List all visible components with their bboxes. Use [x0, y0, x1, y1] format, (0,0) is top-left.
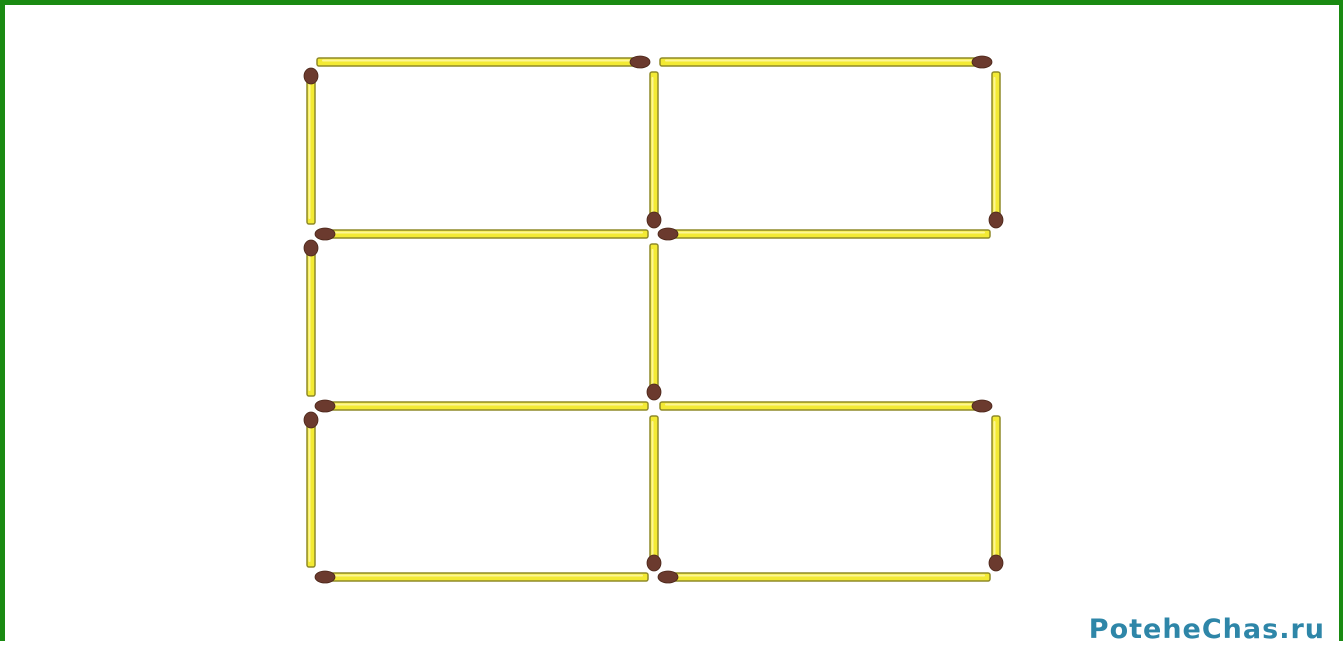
match-head: [315, 228, 335, 240]
match-head: [315, 571, 335, 583]
match-head: [658, 228, 678, 240]
matchstick-third-row-left[interactable]: [315, 400, 648, 412]
matchstick-row1-left-wall[interactable]: [304, 68, 318, 224]
match-stick-body: [992, 72, 1000, 224]
match-head: [972, 400, 992, 412]
matchstick-row2-left-wall[interactable]: [304, 240, 318, 396]
match-head: [989, 555, 1003, 571]
match-stick-body: [317, 230, 648, 238]
matchstick-third-row-right[interactable]: [660, 400, 992, 412]
match-head: [989, 212, 1003, 228]
match-stick-body: [650, 72, 658, 224]
match-stick-body: [992, 416, 1000, 567]
match-head: [630, 56, 650, 68]
match-head: [315, 400, 335, 412]
matchstick-top-row-right[interactable]: [660, 56, 992, 68]
match-head: [647, 212, 661, 228]
match-stick-body: [317, 402, 648, 410]
matchstick-row3-left-wall[interactable]: [304, 412, 318, 567]
match-stick-body: [660, 230, 990, 238]
matchstick-row3-middle-wall[interactable]: [647, 416, 661, 571]
match-head: [304, 240, 318, 256]
match-head: [304, 412, 318, 428]
matchstick-second-row-left[interactable]: [315, 228, 648, 240]
matchstick-bottom-row-left[interactable]: [315, 571, 648, 583]
matches-layer: [304, 56, 1003, 583]
match-stick-body: [650, 244, 658, 396]
match-head: [304, 68, 318, 84]
match-stick-body: [660, 402, 990, 410]
matchstick-row2-middle-wall[interactable]: [647, 244, 661, 400]
match-stick-body: [307, 416, 315, 567]
match-stick-body: [307, 72, 315, 224]
match-stick-body: [317, 58, 648, 66]
match-stick-body: [660, 573, 990, 581]
match-head: [972, 56, 992, 68]
matchstick-bottom-row-right[interactable]: [658, 571, 990, 583]
match-stick-body: [660, 58, 990, 66]
match-stick-body: [650, 416, 658, 567]
watermark-text: PoteheChas.ru: [1089, 614, 1325, 645]
matchstick-row1-middle-wall[interactable]: [647, 72, 661, 228]
match-head: [647, 555, 661, 571]
match-head: [658, 571, 678, 583]
matchstick-row3-right-wall[interactable]: [989, 416, 1003, 571]
match-stick-body: [307, 244, 315, 396]
matchstick-row1-right-wall[interactable]: [989, 72, 1003, 228]
matchstick-top-row-left[interactable]: [317, 56, 650, 68]
match-head: [647, 384, 661, 400]
matchstick-second-row-right[interactable]: [658, 228, 990, 240]
match-stick-body: [317, 573, 648, 581]
